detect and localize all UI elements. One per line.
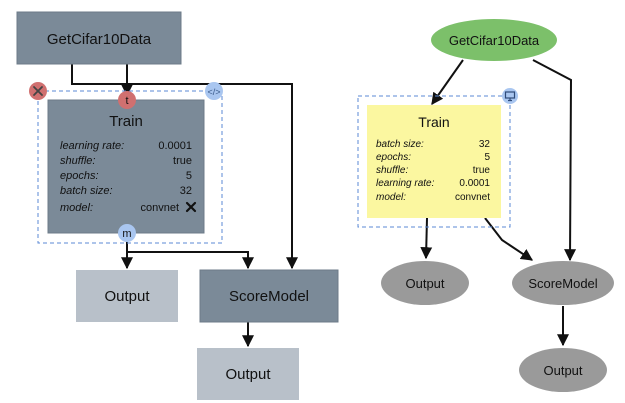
- right-prop-value: 5: [484, 152, 490, 163]
- right-source-node[interactable]: GetCifar10Data: [431, 19, 557, 61]
- delete-node-close-icon[interactable]: [29, 82, 47, 100]
- edge-train-to-score: [484, 217, 533, 261]
- right-source-label: GetCifar10Data: [449, 33, 540, 48]
- right-prop-key: epochs:: [376, 152, 411, 163]
- edge-train-to-output: [420, 217, 433, 260]
- edge-source-to-score: [71, 64, 298, 270]
- input-port-badge[interactable]: t: [118, 91, 136, 109]
- svg-text:</>: </>: [207, 87, 220, 97]
- edge-source-to-train: [431, 59, 464, 105]
- output-port-label: m: [122, 228, 131, 240]
- left-prop-key: model:: [60, 202, 93, 214]
- left-output-node[interactable]: Output: [76, 270, 178, 322]
- left-output-label: Output: [104, 288, 150, 305]
- edge-source-to-score: [532, 59, 577, 262]
- left-scoremodel-node[interactable]: ScoreModel: [199, 269, 339, 323]
- edge-train-to-score: [127, 251, 254, 270]
- left-prop-key: batch size:: [60, 185, 113, 197]
- right-prop-value: convnet: [455, 192, 490, 203]
- left-prop-key: epochs:: [60, 170, 99, 182]
- right-scoremodel-node[interactable]: ScoreModel: [512, 261, 614, 305]
- right-output-node[interactable]: Output: [381, 261, 469, 305]
- output-port-badge[interactable]: m: [118, 224, 136, 242]
- left-prop-key: learning rate:: [60, 140, 124, 152]
- left-train-node[interactable]: Train learning rate: 0.0001 shuffle: tru…: [47, 99, 205, 234]
- left-train-selection: [37, 90, 223, 244]
- input-port-label: t: [125, 95, 128, 107]
- right-prop-value: 0.0001: [459, 178, 490, 189]
- right-prop-key: learning rate:: [376, 178, 435, 189]
- right-prop-key: shuffle:: [376, 165, 408, 176]
- right-prop-value: 32: [479, 139, 491, 150]
- left-prop-value: convnet: [140, 202, 179, 214]
- right-prop-key: batch size:: [376, 139, 424, 150]
- left-diagram: GetCifar10Data Train learning rate: 0.00…: [16, 11, 339, 400]
- left-prop-value: 0.0001: [158, 140, 192, 152]
- right-train-title: Train: [418, 114, 449, 130]
- code-view-code-icon[interactable]: </>: [205, 82, 223, 100]
- right-scoremodel-label: ScoreModel: [528, 276, 597, 291]
- monitor-icon[interactable]: [502, 88, 518, 104]
- right-prop-key: model:: [376, 192, 406, 203]
- right-score-output-node[interactable]: Output: [519, 348, 607, 392]
- left-train-title: Train: [109, 113, 143, 130]
- right-train-node[interactable]: Train batch size: 32 epochs: 5 shuffle: …: [367, 105, 501, 218]
- remove-model-x-icon[interactable]: [185, 201, 197, 213]
- right-diagram: GetCifar10Data Train batch size: 32 epoc…: [357, 19, 614, 392]
- right-train-selection: [357, 95, 511, 228]
- left-source-label: GetCifar10Data: [47, 31, 152, 48]
- left-prop-value: 32: [180, 185, 192, 197]
- right-score-output-label: Output: [543, 363, 582, 378]
- left-prop-value: 5: [186, 170, 192, 182]
- left-prop-key: shuffle:: [60, 155, 95, 167]
- left-prop-value: true: [173, 155, 192, 167]
- left-source-node[interactable]: GetCifar10Data: [16, 11, 182, 65]
- left-scoremodel-label: ScoreModel: [229, 288, 309, 305]
- right-output-label: Output: [405, 276, 444, 291]
- left-score-output-label: Output: [225, 366, 271, 383]
- right-prop-value: true: [473, 165, 491, 176]
- left-score-output-node[interactable]: Output: [197, 348, 299, 400]
